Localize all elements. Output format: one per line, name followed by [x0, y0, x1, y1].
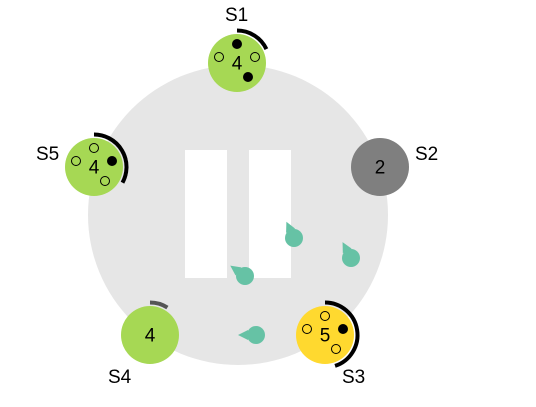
server-circle[interactable]: [351, 138, 409, 196]
message[interactable]: [230, 265, 254, 285]
server-name: S2: [415, 144, 438, 165]
vote-indicators: [71, 143, 117, 186]
election-timeout-arc: [236, 28, 269, 51]
server-circle[interactable]: [296, 306, 354, 364]
vote-pending-dot: [320, 311, 330, 321]
message[interactable]: [238, 326, 265, 344]
server-s4[interactable]: 4 S4: [108, 300, 179, 389]
message-dot-arrow-icon: [236, 267, 254, 285]
pause-bar-right: [249, 150, 291, 278]
message-dot-arrow-icon: [247, 326, 265, 344]
messages-layer: [230, 221, 360, 344]
vote-pending-dot: [100, 176, 110, 186]
message-dot-arrow-icon: [342, 249, 360, 267]
vote-granted-dot: [107, 156, 117, 166]
vote-granted-dot: [338, 324, 348, 334]
vote-pending-dot: [331, 344, 341, 354]
vote-pending-dot: [250, 52, 260, 62]
server-name: S3: [342, 367, 365, 388]
vote-granted-dot: [243, 72, 253, 82]
message[interactable]: [342, 242, 360, 267]
server-name: S4: [108, 367, 132, 388]
message[interactable]: [285, 221, 303, 247]
server-circle[interactable]: [121, 306, 179, 364]
vote-pending-dot: [89, 143, 99, 153]
vote-granted-dot: [232, 39, 242, 49]
message-arrowhead: [230, 265, 242, 276]
pause-icon[interactable]: [185, 150, 291, 278]
server-s1[interactable]: 4 S1: [208, 5, 269, 92]
message-arrowhead: [286, 221, 296, 233]
message-dot-arrow-icon: [285, 229, 303, 247]
vote-indicators: [214, 39, 260, 82]
server-term: 4: [89, 158, 100, 179]
message-arrowhead: [238, 330, 248, 340]
server-name: S5: [36, 144, 59, 165]
message-arrowhead: [342, 242, 352, 254]
election-timeout-arc: [93, 132, 129, 184]
server-s3[interactable]: 5 S3: [296, 300, 365, 389]
server-name: S1: [225, 5, 248, 26]
vote-pending-dot: [214, 52, 224, 62]
vote-pending-dot: [302, 324, 312, 334]
vote-pending-dot: [71, 156, 81, 166]
vote-indicators: [302, 311, 348, 354]
server-circle[interactable]: [65, 138, 123, 196]
server-term: 5: [320, 326, 331, 347]
cluster-ring[interactable]: [88, 65, 388, 365]
election-timeout-arc: [324, 300, 360, 368]
server-term: 4: [145, 326, 156, 347]
server-term: 4: [232, 54, 243, 75]
pause-bar-left: [185, 150, 227, 278]
server-term: 2: [375, 158, 386, 179]
election-timeout-arc: [149, 300, 169, 310]
server-s5[interactable]: 4 S5: [36, 132, 129, 197]
server-s2[interactable]: 2 S2: [351, 138, 438, 196]
